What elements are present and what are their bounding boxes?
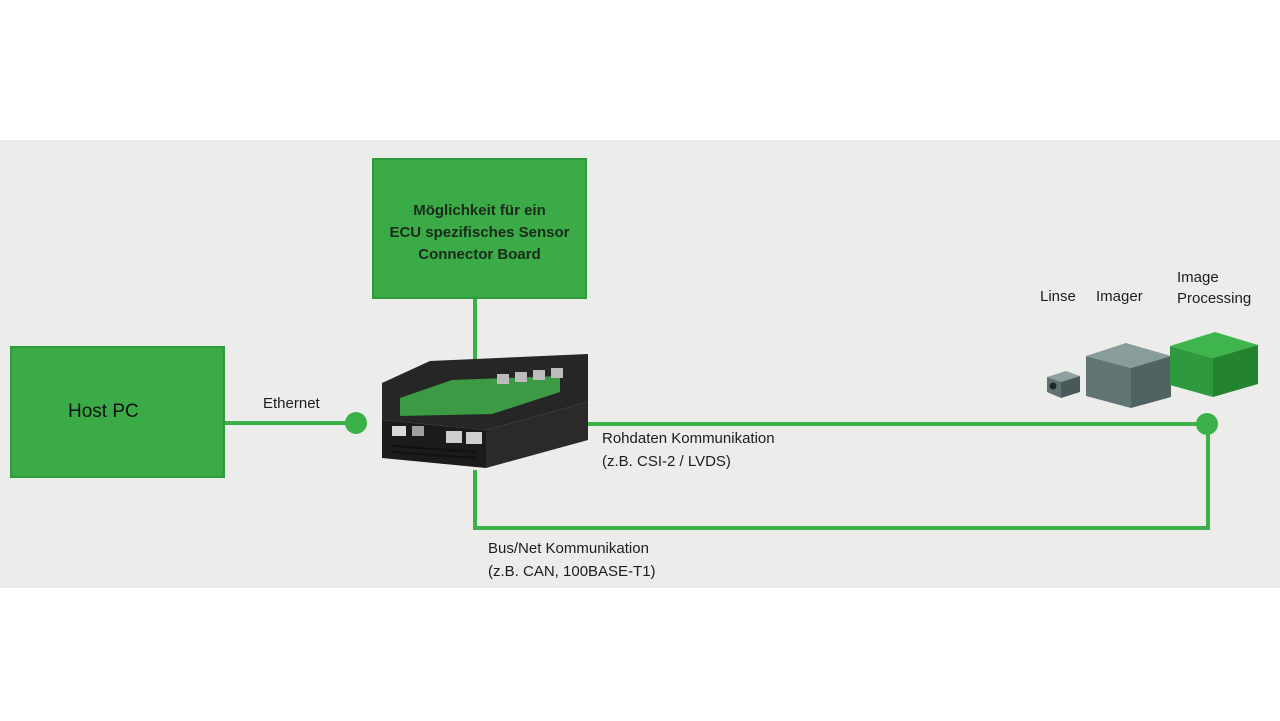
bus-line (473, 424, 1210, 530)
ethernet-label: Ethernet (263, 395, 320, 412)
bus-title: Bus/Net Kommunikation (488, 540, 649, 557)
interface-device-icon (382, 354, 588, 468)
imager-cube-icon (1086, 343, 1171, 408)
processing-label-2: Processing (1177, 290, 1252, 307)
host-pc-label: Host PC (68, 401, 139, 422)
ecu-board-box: Möglichkeit für ein ECU spezifisches Sen… (372, 158, 587, 299)
ethernet-node (345, 412, 367, 434)
lens-label: Linse (1040, 288, 1076, 305)
ecu-board-line-3: Connector Board (418, 246, 541, 263)
raw-data-title: Rohdaten Kommunikation (602, 430, 775, 447)
imager-label: Imager (1096, 288, 1143, 305)
lens-cube-icon (1047, 371, 1080, 398)
processing-label-1: Image (1177, 269, 1219, 286)
ecu-board-line-1: Möglichkeit für ein (413, 202, 546, 219)
ecu-board-line-2: ECU spezifisches Sensor (389, 224, 570, 241)
bus-subtitle: (z.B. CAN, 100BASE-T1) (488, 563, 656, 580)
processing-cube-icon (1170, 332, 1258, 397)
raw-data-subtitle: (z.B. CSI-2 / LVDS) (602, 453, 731, 470)
host-pc-box: Host PC (10, 346, 225, 478)
